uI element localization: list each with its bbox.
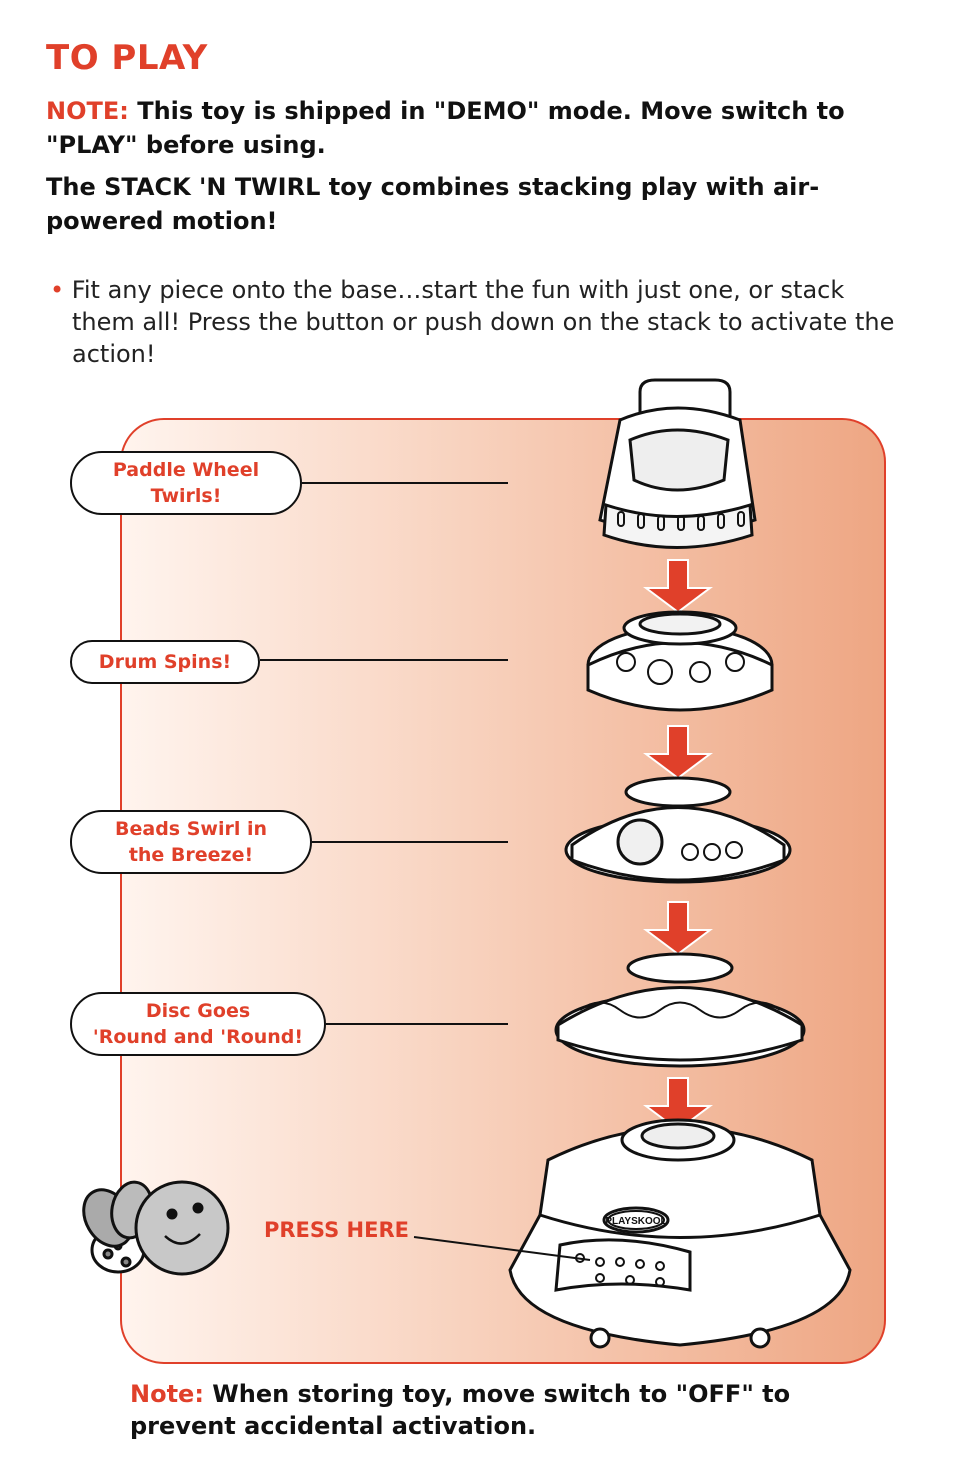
demo-note: NOTE: This toy is shipped in "DEMO" mode… <box>46 94 906 162</box>
callout-beads: Beads Swirl in the Breeze! <box>70 810 312 874</box>
bullet-text: Fit any piece onto the base…start the fu… <box>71 276 895 368</box>
press-here-label: PRESS HERE <box>264 1218 409 1242</box>
callout-disc-line1: Disc Goes <box>145 1000 251 1022</box>
callout-beads-line2: the Breeze! <box>128 844 254 866</box>
stack-arrow-2 <box>643 725 713 780</box>
callout-paddle-line2: Twirls! <box>150 485 222 507</box>
callout-paddle-wheel: Paddle Wheel Twirls! <box>70 451 302 515</box>
leader-paddle-wheel <box>302 482 508 484</box>
paddle-wheel-piece <box>598 378 757 549</box>
disc-piece <box>554 952 806 1068</box>
storage-note-label: Note: <box>130 1380 204 1408</box>
demo-note-label: NOTE: <box>46 97 129 125</box>
bullet-marker: • <box>50 276 65 304</box>
storage-note-text: When storing toy, move switch to "OFF" t… <box>130 1380 791 1440</box>
callout-paddle-line1: Paddle Wheel <box>112 459 260 481</box>
ladybug-mascot <box>82 1180 230 1276</box>
press-leader-line <box>413 1236 591 1261</box>
storage-note: Note: When storing toy, move switch to "… <box>130 1378 890 1442</box>
playskool-logo: PLAYSKOOL <box>605 1210 667 1230</box>
drum-piece <box>586 610 774 712</box>
page-title: TO PLAY <box>46 38 208 78</box>
callout-beads-line1: Beads Swirl in <box>115 818 267 840</box>
callout-drum: Drum Spins! <box>70 640 260 684</box>
stack-arrow-3 <box>643 901 713 956</box>
intro-text: The STACK 'N TWIRL toy combines stacking… <box>46 173 820 235</box>
base-piece <box>508 1118 852 1349</box>
leader-drum <box>260 659 508 661</box>
demo-note-text: This toy is shipped in "DEMO" mode. Move… <box>46 97 845 159</box>
stack-arrow-4 <box>643 1077 713 1132</box>
instruction-bullet: • Fit any piece onto the base…start the … <box>46 274 912 370</box>
callout-drum-line1: Drum Spins! <box>98 651 232 673</box>
callout-disc-line2: 'Round and 'Round! <box>92 1026 304 1048</box>
leader-disc <box>326 1023 508 1025</box>
beads-piece <box>564 776 792 884</box>
svg-text:PLAYSKOOL: PLAYSKOOL <box>605 1216 666 1227</box>
stack-arrow-1 <box>643 559 713 614</box>
callout-disc: Disc Goes 'Round and 'Round! <box>70 992 326 1056</box>
leader-beads <box>312 841 508 843</box>
